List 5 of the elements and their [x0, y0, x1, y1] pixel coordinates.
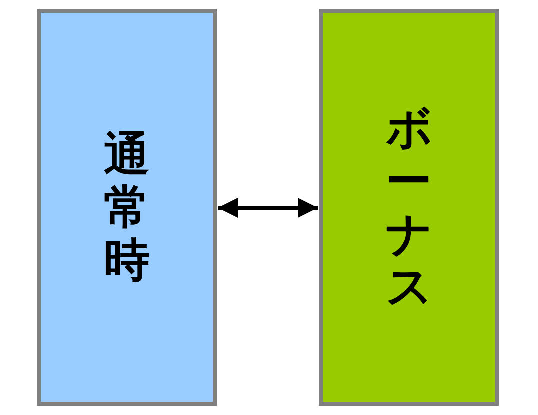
process-box [319, 9, 499, 406]
process-box [37, 9, 217, 406]
box-label: 通常時 [104, 128, 150, 287]
double-arrow [218, 198, 318, 218]
box-label: ボーナス [386, 102, 432, 314]
